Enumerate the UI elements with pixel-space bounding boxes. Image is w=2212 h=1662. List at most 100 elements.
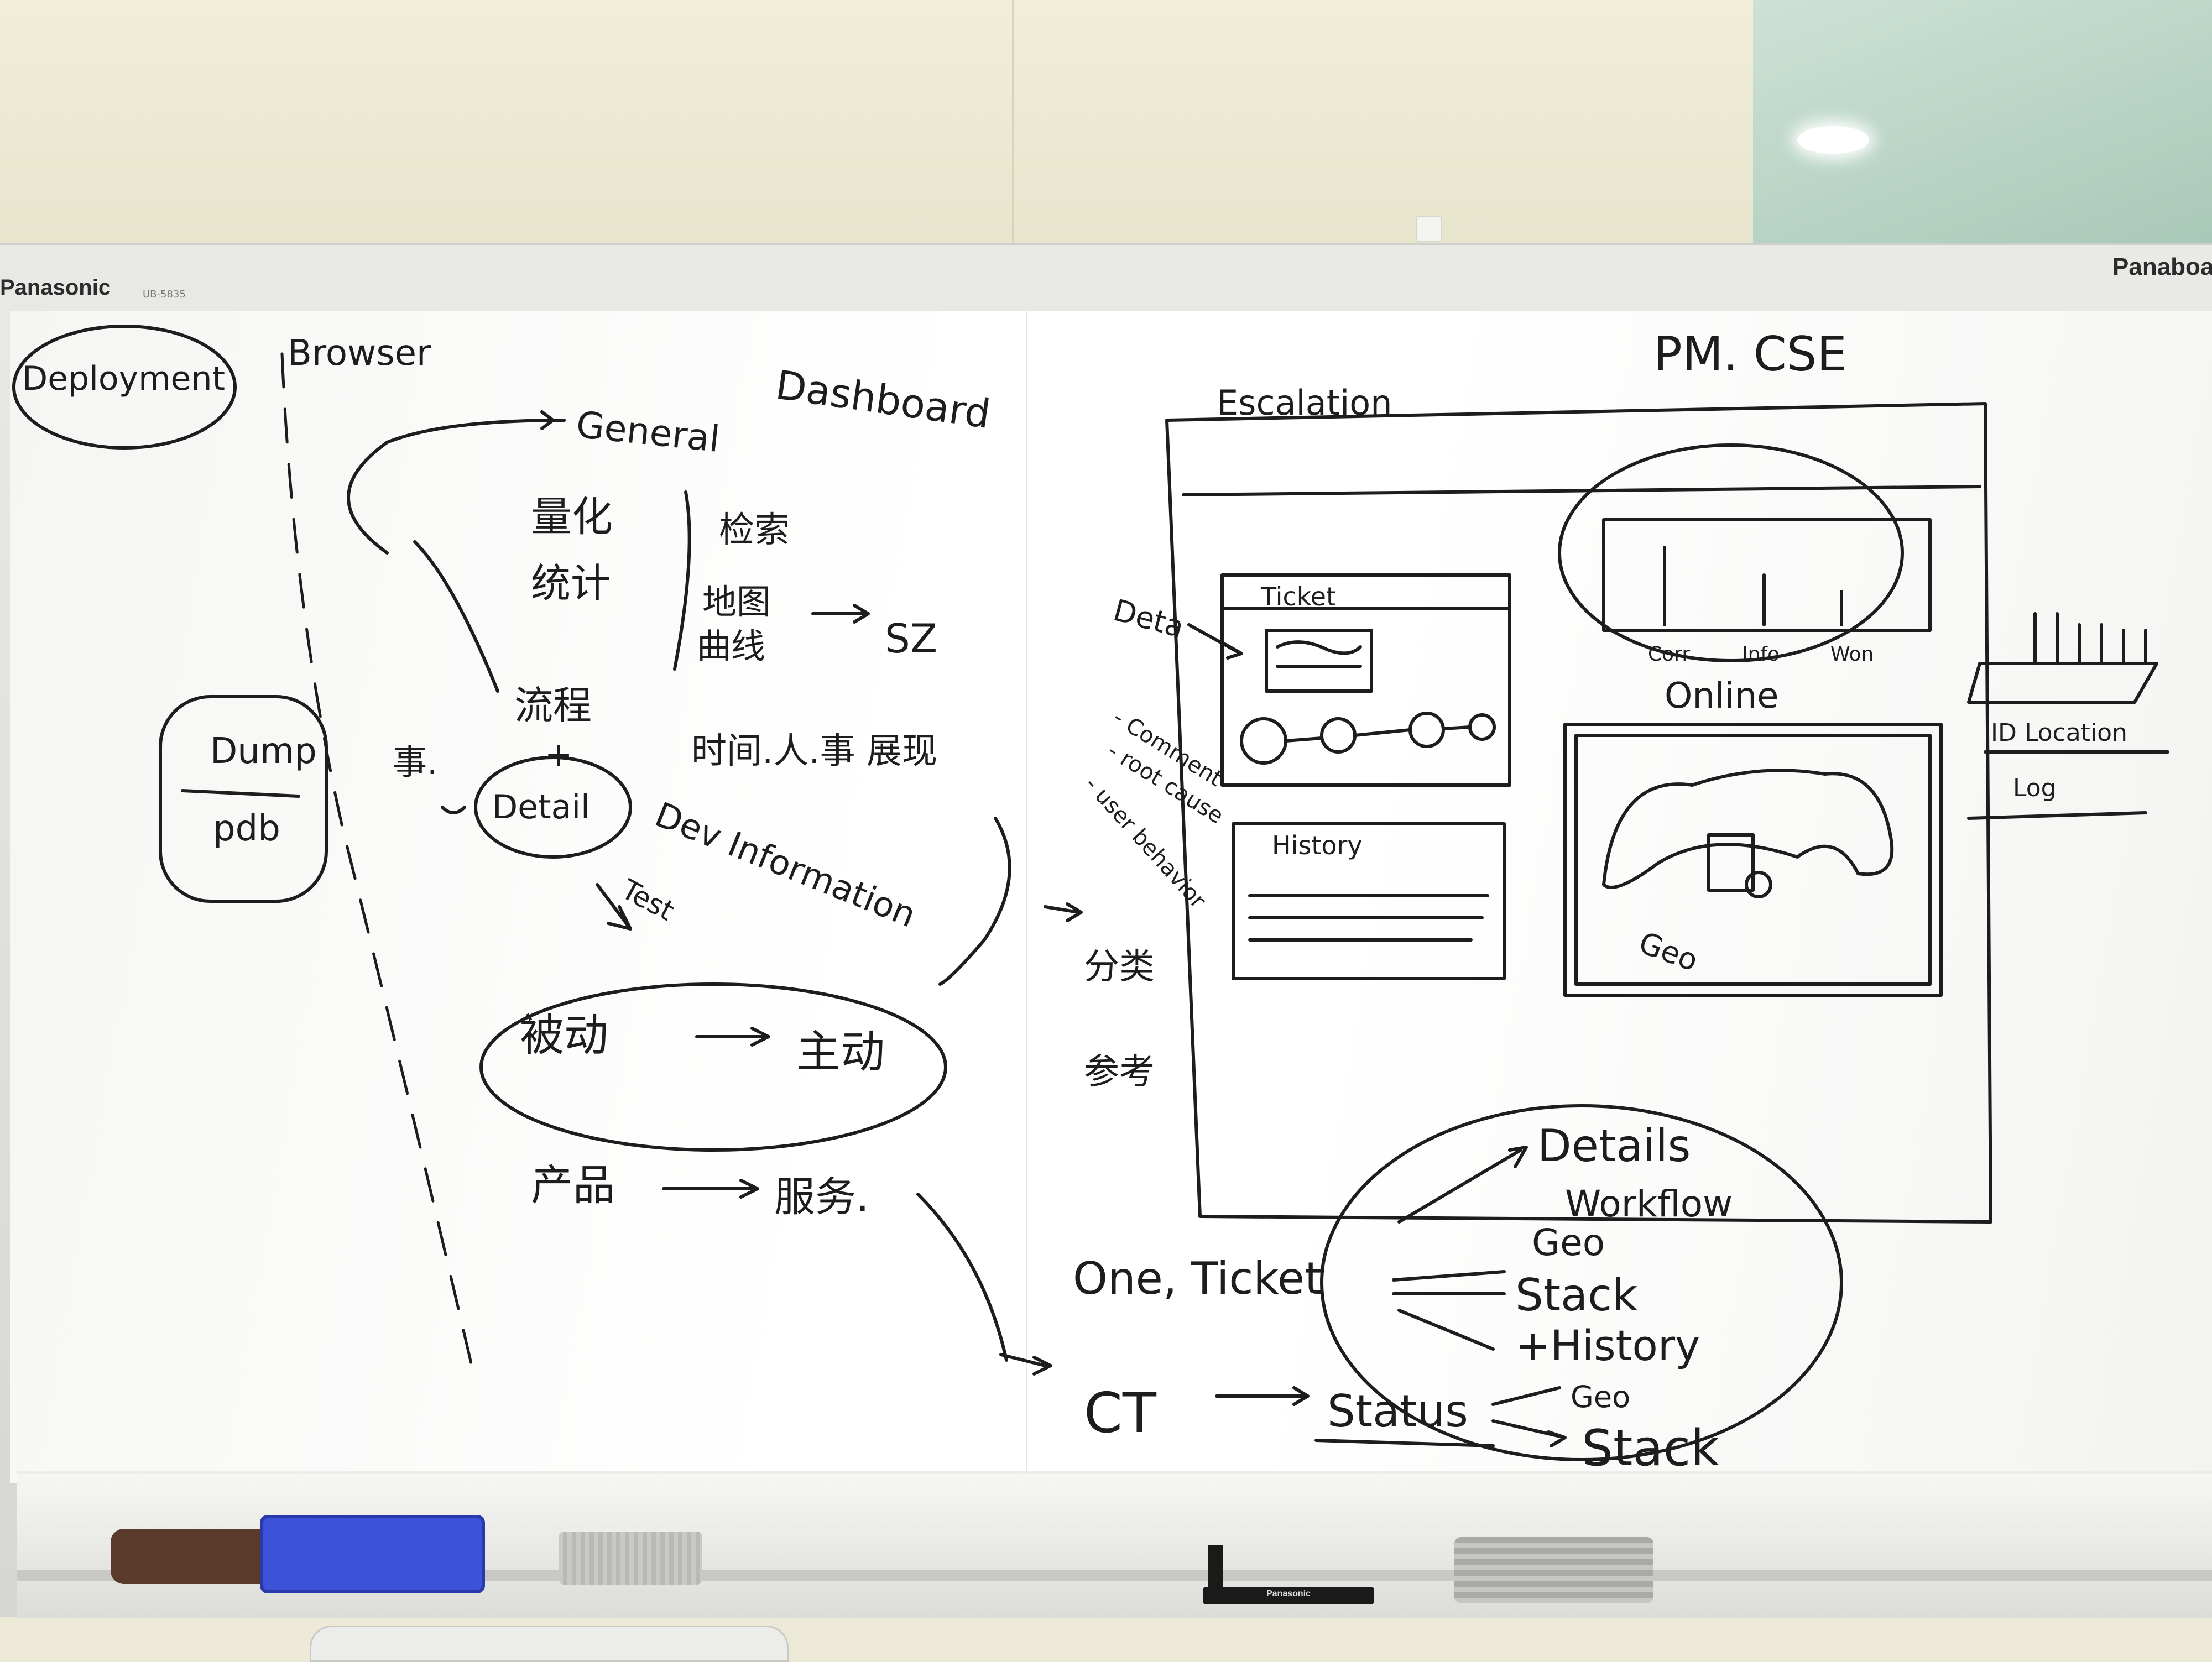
blue-eraser [260, 1515, 485, 1593]
board-model: UB-5835 [143, 289, 186, 300]
workflow-node-4 [1468, 713, 1496, 741]
chart-ellipse [1558, 443, 1904, 662]
sz-arrow [811, 604, 870, 624]
text-general: General [574, 403, 722, 461]
workflow-node-3 [1408, 712, 1445, 748]
product-arrow [662, 1179, 759, 1199]
text-online: Online [1665, 676, 1778, 717]
workflow-node-2 [1320, 717, 1357, 754]
text-log: Log [2013, 774, 2057, 802]
classify-arrow [1044, 902, 1083, 922]
ct-arrow [1215, 1386, 1310, 1406]
map-marker-circle [1745, 871, 1772, 898]
detail-circle [474, 756, 632, 859]
text-plus: + [545, 735, 572, 774]
detail-hook [441, 806, 466, 814]
service-line [916, 1193, 1008, 1362]
text-sz: SZ [885, 615, 937, 662]
text-quantify: 量化 [531, 493, 613, 541]
bar-chart-bars [1663, 546, 1843, 626]
wall-outlet [1416, 216, 1442, 242]
text-geo: Geo [1635, 925, 1703, 978]
text-escalation: Escalation [1217, 383, 1392, 423]
text-dev-information: Dev Information [649, 794, 921, 935]
service-arrowhead [999, 1353, 1052, 1376]
history-lines [1248, 894, 1489, 942]
gray-eraser-stack [1454, 1537, 1653, 1603]
text-service: 服务. [774, 1173, 869, 1221]
text-details: Details [1537, 1120, 1691, 1172]
text-detail: Detail [492, 788, 590, 827]
green-wall-panel [1753, 0, 2212, 249]
text-stack: Stack [1515, 1269, 1638, 1321]
text-vertical-2: 参考 [1084, 1052, 1155, 1093]
status-arrows [1491, 1386, 1567, 1447]
text-map: 地图 [702, 582, 771, 622]
bar-label: Corr [1648, 643, 1690, 666]
text-stack-2: Stack [1582, 1419, 1719, 1477]
text-plus-history: +History [1515, 1321, 1700, 1370]
marker [1203, 1587, 1374, 1604]
deployment-circle [12, 325, 237, 450]
text-deployment: Deployment [22, 359, 225, 398]
text-dump: Dump [210, 731, 317, 772]
text-product: 产品 [531, 1161, 615, 1210]
text-pm-cse: PM. CSE [1653, 327, 1847, 382]
ceiling-light-reflection [1797, 126, 1869, 154]
ticket-panel [1220, 573, 1511, 787]
text-geo-3: Geo [1571, 1379, 1630, 1414]
map-panel-inner [1574, 734, 1932, 986]
escalation-header-line [1182, 485, 1981, 496]
text-browser: Browser [288, 333, 431, 374]
ticket-image-lines [1276, 640, 1362, 668]
ticket-image [1265, 629, 1373, 693]
gray-eraser [559, 1532, 702, 1585]
one-ticket-ellipse [1320, 1104, 1843, 1461]
text-vertical-1: 分类 [1084, 947, 1155, 987]
bar-label: Won [1830, 643, 1874, 666]
text-pdb: pdb [213, 808, 280, 849]
text-statistics: 统计 [531, 560, 611, 607]
text-passive: 被动 [520, 1010, 608, 1061]
escalation-frame [1165, 402, 1992, 1224]
text-one-ticket: One, Ticket [1073, 1253, 1322, 1304]
map-marker-box [1707, 833, 1755, 892]
test-arrow [596, 883, 632, 931]
status-underline [1314, 1439, 1495, 1447]
text-dashboard: Dashboard [773, 362, 994, 438]
bar-label: Info [1742, 643, 1780, 666]
general-arrowhead [529, 410, 555, 430]
board-brand-right: Panaboard [2112, 253, 2212, 280]
dump-box [159, 695, 328, 903]
text-geo-2: Geo [1532, 1221, 1605, 1264]
info-bracket [938, 817, 1011, 986]
marker-brand: Panasonic [1266, 1589, 1311, 1598]
ticket-details-arrow [1397, 1146, 1528, 1224]
text-workflow: Workflow [1565, 1183, 1733, 1225]
passive-arrow [695, 1027, 770, 1047]
details-arrow [1187, 623, 1243, 660]
passive-active-ellipse [479, 982, 947, 1152]
text-curve: 曲线 [697, 626, 765, 666]
text-ticket: Ticket [1260, 582, 1336, 612]
board-brand-left: Panasonic [0, 275, 111, 300]
board-printer-unit [310, 1626, 789, 1662]
log-bars [2033, 612, 2147, 665]
map-panel [1563, 723, 1943, 997]
process-line [413, 540, 499, 693]
general-arc [347, 419, 566, 555]
browser-divider [280, 352, 477, 1384]
text-search: 检索 [719, 510, 790, 551]
history-panel [1232, 822, 1506, 980]
text-id-location: ID Location [1991, 719, 2127, 747]
bar-chart-box [1602, 518, 1932, 632]
board-seam [1026, 311, 1027, 1483]
ticket-stack-arrows [1392, 1270, 1506, 1351]
text-active: 主动 [796, 1026, 885, 1078]
text-ct: CT [1084, 1381, 1157, 1445]
bracket [673, 490, 691, 671]
map-outline [1602, 769, 1894, 889]
workflow-edges [1284, 725, 1472, 743]
brown-eraser [111, 1529, 276, 1584]
